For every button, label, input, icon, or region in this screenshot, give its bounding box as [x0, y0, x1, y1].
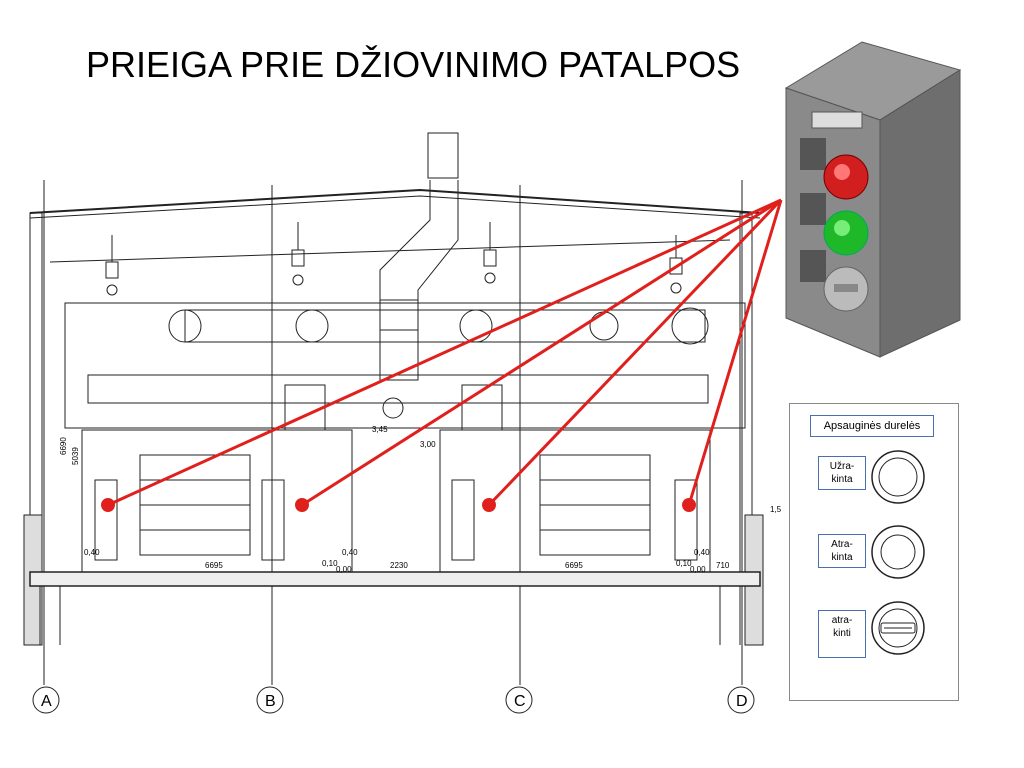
axis-bubble-c	[505, 686, 533, 714]
callout-lines	[107, 198, 783, 507]
axis-label-a: A	[41, 693, 52, 710]
door-markers	[101, 498, 696, 512]
dim-f3: 0,10	[676, 559, 692, 568]
center-valve	[382, 397, 404, 419]
pushbutton-icon	[871, 525, 925, 579]
axis-bubble-a	[32, 686, 60, 714]
pushbutton-icon	[871, 450, 925, 504]
legend-label-unlocked: Atra- kinta	[818, 534, 866, 568]
exhaust-duct	[379, 132, 459, 381]
legend-title: Apsauginės durelės	[810, 415, 934, 437]
dim-c1: 3,45	[372, 425, 388, 434]
hoists	[105, 222, 683, 296]
dim-h1: 6690	[59, 437, 68, 455]
dim-w2: 2230	[390, 561, 408, 570]
page-title: PRIEIGA PRIE DŽIOVINIMO PATALPOS	[86, 44, 741, 85]
dim-e3: 0,40	[694, 548, 710, 557]
control-box	[784, 41, 962, 358]
door-marker-1	[101, 498, 115, 512]
dim-w3: 6695	[565, 561, 583, 570]
axis-label-b: B	[265, 693, 276, 710]
ceiling-beam	[49, 239, 731, 263]
dim-w1: 6695	[205, 561, 223, 570]
drying-chamber-right	[439, 429, 711, 573]
axis-label-d: D	[736, 693, 748, 710]
dim-f1: 0,10	[322, 559, 338, 568]
legend-panel: Apsauginės durelės Užra- kinta Atra- kin…	[789, 403, 959, 701]
axis-bubble-d	[727, 686, 755, 714]
dim-h2: 5039	[71, 447, 80, 465]
drying-chamber-left	[81, 429, 353, 573]
roof	[29, 188, 761, 214]
roof-inner	[29, 195, 761, 219]
floor-slab	[29, 571, 761, 587]
door-marker-2	[295, 498, 309, 512]
door-marker-4	[682, 498, 696, 512]
dim-w4: 710	[716, 561, 730, 570]
dim-e1: 0,40	[84, 548, 100, 557]
dim-f2: 0,00	[336, 565, 352, 574]
dim-c2: 3,00	[420, 440, 436, 449]
axis-bubble-b	[256, 686, 284, 714]
legend-label-locked: Užra- kinta	[818, 456, 866, 490]
legend-label-unlock: atra- kinti	[818, 610, 866, 658]
dim-e2: 0,40	[342, 548, 358, 557]
dim-side: 1,5	[770, 505, 782, 514]
door-marker-3	[482, 498, 496, 512]
selector-switch-icon	[871, 601, 925, 655]
axis-label-c: C	[514, 693, 526, 710]
main-ducts	[64, 302, 746, 429]
dim-f4: 0,00	[690, 565, 706, 574]
